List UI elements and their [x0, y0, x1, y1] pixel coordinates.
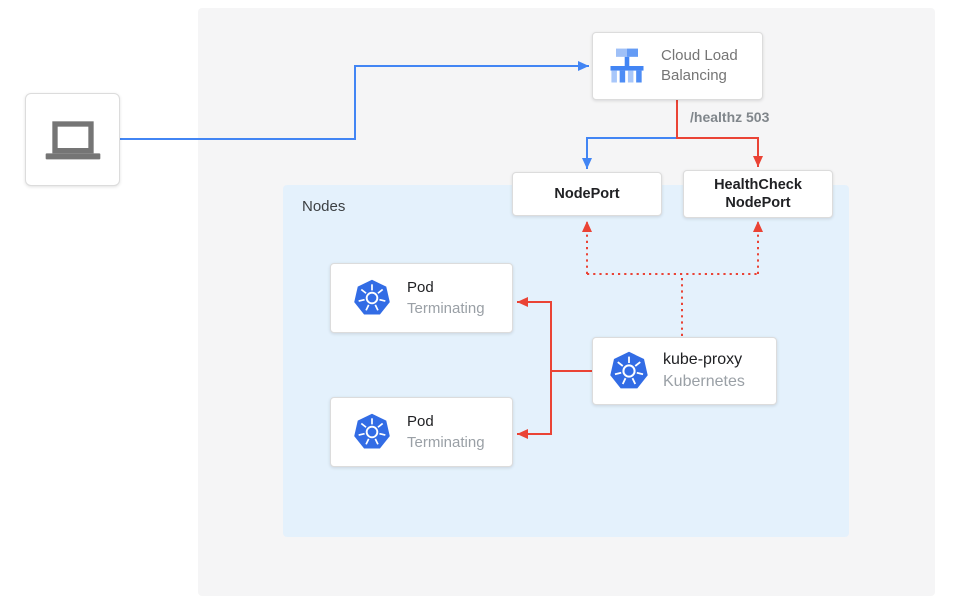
kube-proxy-node: kube-proxy Kubernetes [592, 337, 777, 405]
kubernetes-icon [610, 351, 648, 389]
cloud-load-balancing-label: Cloud Load Balancing [661, 47, 738, 84]
nodeport-label: NodePort [554, 186, 620, 202]
healthcheck-nodeport-label: HealthCheck NodePort [714, 177, 802, 211]
pod-title: Pod [407, 279, 434, 296]
healthcheck-nodeport-node: HealthCheck NodePort [683, 170, 833, 218]
cloud-load-balancing-node: Cloud Load Balancing [592, 32, 763, 100]
kubernetes-icon [354, 279, 390, 315]
kube-proxy-title: kube-proxy [663, 351, 743, 368]
nodes-group-label: Nodes [302, 198, 346, 215]
pod-status: Terminating [407, 434, 485, 451]
pod-node-1: Pod Terminating [330, 263, 513, 333]
kube-proxy-subtitle: Kubernetes [663, 373, 745, 390]
pod-node-2: Pod Terminating [330, 397, 513, 467]
laptop-icon [45, 120, 100, 159]
client-node [25, 93, 120, 186]
pod-status: Terminating [407, 300, 485, 317]
cloud-load-balancing-icon [610, 48, 644, 83]
pod-title: Pod [407, 413, 434, 430]
kubernetes-icon [354, 413, 390, 449]
healthz-status-label: /healthz 503 [690, 109, 770, 125]
nodeport-node: NodePort [512, 172, 662, 216]
